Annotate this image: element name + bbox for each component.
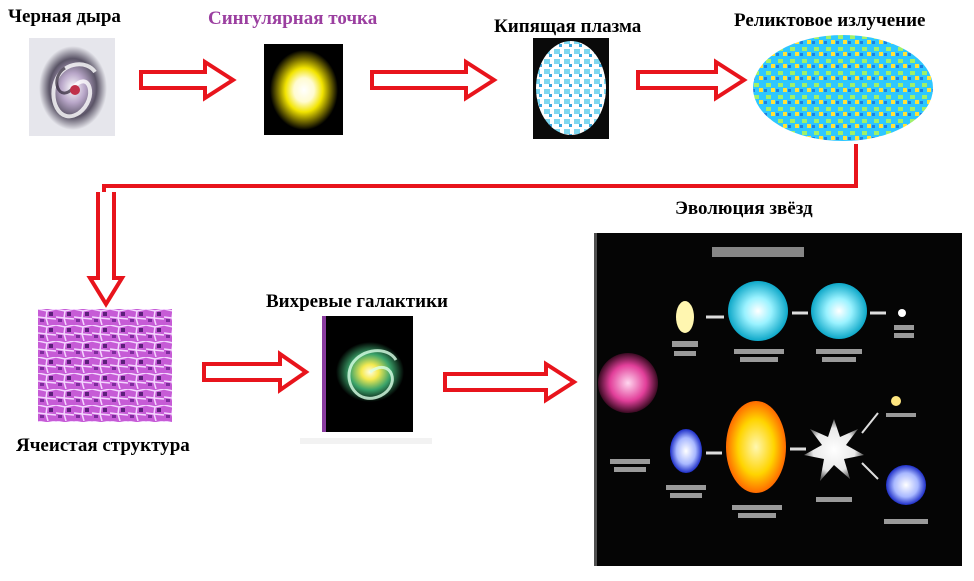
label-cellular: Ячеистая структура: [16, 435, 190, 456]
arrow-2: [370, 58, 498, 102]
label-stars: Эволюция звёзд: [675, 198, 813, 219]
arrow-5: [443, 360, 578, 404]
relic-radiation-image: [752, 34, 935, 143]
singularity-image: [264, 44, 343, 135]
arrow-4: [202, 350, 310, 394]
star-evolution-image: [594, 233, 962, 566]
plasma-image: [533, 38, 609, 139]
arrow-down: [86, 192, 126, 308]
label-singularity: Сингулярная точка: [208, 8, 378, 29]
black-hole-image: [29, 38, 115, 136]
cellular-structure-image: [38, 309, 172, 422]
label-black-hole: Черная дыра: [8, 6, 121, 27]
connector-line: [102, 144, 858, 276]
arrow-3: [636, 58, 748, 102]
label-plasma: Кипящая плазма: [494, 16, 642, 37]
label-relic: Реликтовое излучение: [734, 10, 926, 31]
label-vortex: Вихревые галактики: [266, 291, 448, 312]
vortex-galaxy-image: [322, 316, 413, 432]
arrow-1: [139, 58, 237, 102]
